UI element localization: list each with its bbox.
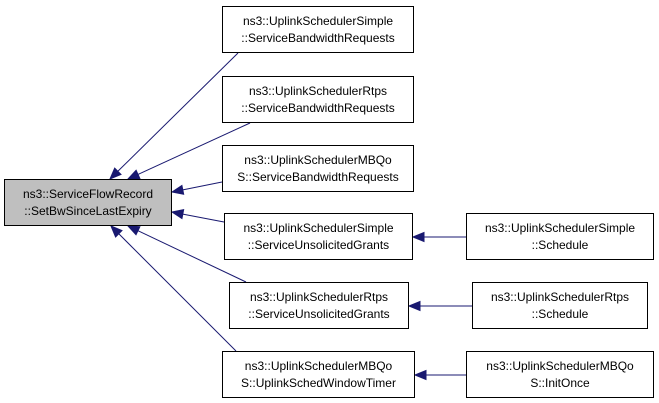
node-mbqos-servicebandwidthrequests[interactable]: ns3::UplinkSchedulerMBQo S::ServiceBandw… [222, 145, 414, 192]
edge-line-mbqos_bw-to-root [182, 181, 223, 191]
node-label-line2: ::SetBwSinceLastExpiry [24, 203, 152, 218]
node-label-line2: ::ServiceBandwidthRequests [241, 30, 395, 45]
node-mbqos-initonce[interactable]: ns3::UplinkSchedulerMBQo S::InitOnce [466, 351, 654, 398]
node-label-line1: ns3::UplinkSchedulerRtps [248, 83, 388, 98]
node-label-line2: ::ServiceUnsolicitedGrants [248, 306, 390, 321]
edge-arrowhead-rtps_schedule-to-rtps_ug [407, 300, 421, 312]
node-rtps-servicebandwidthrequests[interactable]: ns3::UplinkSchedulerRtps ::ServiceBandwi… [222, 76, 414, 123]
node-label-line1: ns3::UplinkSchedulerMBQo [244, 152, 392, 167]
node-label-line2: S::UplinkSchedWindowTimer [241, 375, 396, 390]
node-label-line2: ::Schedule [531, 237, 589, 252]
node-label-line1: ns3::UplinkSchedulerMBQo [244, 358, 393, 373]
node-label-line1: ns3::UplinkSchedulerMBQo [486, 358, 634, 373]
node-simple-schedule[interactable]: ns3::UplinkSchedulerSimple ::Schedule [466, 213, 654, 260]
edge-line-rtps_ug-to-root [137, 230, 247, 283]
node-simple-servicebandwidthrequests[interactable]: ns3::UplinkSchedulerSimple ::ServiceBand… [222, 6, 414, 53]
edge-arrowhead-mbqos_bw-to-root [170, 184, 185, 195]
edge-line-simple_bw-to-root [117, 52, 239, 172]
node-label-line1: ns3::UplinkSchedulerSimple [484, 220, 636, 235]
node-label-line2: S::InitOnce [530, 375, 590, 390]
edge-arrowhead-mbqos_timer-to-root [110, 225, 123, 238]
edge-line-mbqos_timer-to-root [118, 233, 237, 352]
node-mbqos-uplinkschedwindowtimer[interactable]: ns3::UplinkSchedulerMBQo S::UplinkSchedW… [222, 351, 415, 398]
node-label-line1: ns3::UplinkSchedulerSimple [242, 13, 394, 28]
node-root-setbwsincelastexpiry[interactable]: ns3::ServiceFlowRecord ::SetBwSinceLastE… [4, 179, 172, 226]
node-label-line1: ns3::UplinkSchedulerSimple [243, 220, 394, 235]
edge-arrowhead-mbqos_initonce-to-mbqos_timer [413, 369, 427, 381]
edge-arrowhead-simple_bw-to-root [109, 167, 122, 180]
edge-line-simple_ug-to-root [182, 213, 225, 223]
edge-arrowhead-simple_schedule-to-simple_ug [411, 231, 425, 243]
node-label-line2: ::ServiceBandwidthRequests [241, 100, 395, 115]
node-rtps-schedule[interactable]: ns3::UplinkSchedulerRtps ::Schedule [472, 282, 648, 329]
node-simple-serviceunsolicitedgrants[interactable]: ns3::UplinkSchedulerSimple ::ServiceUnso… [224, 213, 413, 260]
node-label-line2: ::ServiceUnsolicitedGrants [247, 237, 390, 252]
edge-arrowhead-rtps_ug-to-root [126, 225, 141, 236]
edge-arrowhead-rtps_bw-to-root [126, 169, 141, 180]
edge-line-rtps_bw-to-root [137, 122, 251, 175]
node-label-line2: ::Schedule [531, 306, 589, 321]
edge-arrowhead-simple_ug-to-root [170, 209, 185, 220]
node-label-line2: S::ServiceBandwidthRequests [237, 169, 399, 184]
node-rtps-serviceunsolicitedgrants[interactable]: ns3::UplinkSchedulerRtps ::ServiceUnsoli… [229, 282, 409, 329]
node-label-line1: ns3::UplinkSchedulerRtps [249, 289, 389, 304]
node-label-line1: ns3::ServiceFlowRecord [22, 186, 154, 201]
node-label-line1: ns3::UplinkSchedulerRtps [490, 289, 630, 304]
